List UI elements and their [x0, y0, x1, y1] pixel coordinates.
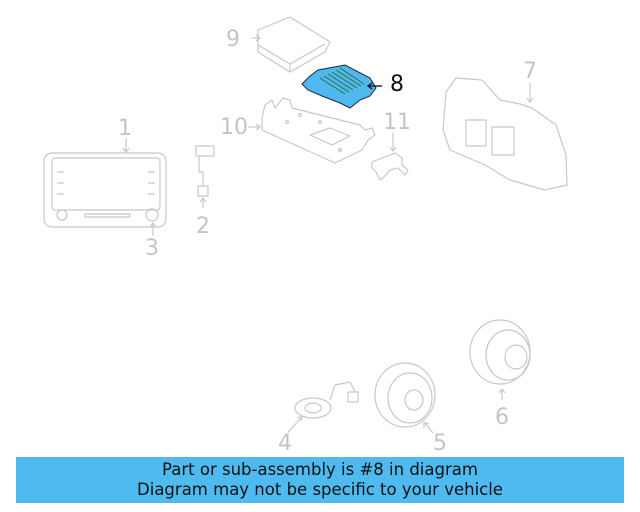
arrow-10 — [255, 123, 261, 131]
arrow-7 — [526, 97, 534, 103]
callout-6[interactable]: 6 — [495, 405, 509, 430]
arrow-1 — [122, 147, 130, 153]
arrow-2 — [199, 197, 207, 203]
part-1-head-unit[interactable] — [43, 152, 167, 228]
part-11-bracket[interactable] — [371, 152, 409, 181]
callout-3[interactable]: 3 — [145, 236, 159, 261]
arrow-6 — [498, 388, 506, 394]
arrow-3 — [149, 222, 157, 228]
banner-disclaimer: Diagram may not be specific to your vehi… — [137, 480, 503, 499]
arrow-5 — [423, 421, 430, 428]
callout-1[interactable]: 1 — [118, 116, 132, 141]
leader-4 — [287, 416, 303, 433]
diagram-drawing — [43, 16, 568, 434]
callout-8[interactable]: 8 — [390, 72, 404, 97]
callout-7[interactable]: 7 — [523, 59, 537, 84]
callout-11[interactable]: 11 — [383, 110, 411, 135]
banner-part-note: Part or sub-assembly is #8 in diagram — [162, 460, 478, 479]
arrow-11 — [389, 146, 397, 152]
part-5-speaker[interactable] — [374, 362, 436, 428]
arrow-4 — [296, 415, 303, 422]
leader-5 — [424, 422, 434, 434]
arrow-9 — [255, 34, 261, 42]
callout-10[interactable]: 10 — [220, 115, 248, 140]
parts-diagram: 1 2 3 4 5 6 7 8 9 10 11 — [43, 16, 568, 456]
part-6-speaker[interactable] — [469, 319, 531, 385]
part-2-connector[interactable] — [195, 145, 215, 197]
part-7-panel[interactable] — [442, 77, 568, 191]
part-4-sensor[interactable] — [294, 381, 359, 419]
callout-4[interactable]: 4 — [278, 431, 292, 456]
callout-5[interactable]: 5 — [433, 431, 447, 456]
callout-2[interactable]: 2 — [196, 214, 210, 239]
part-8-amplifier-highlighted[interactable] — [301, 64, 377, 109]
callout-9[interactable]: 9 — [226, 27, 240, 52]
part-9-cover[interactable] — [257, 16, 331, 73]
arrow-8 — [366, 82, 373, 90]
part-10-plate[interactable] — [261, 97, 376, 164]
info-banner: Part or sub-assembly is #8 in diagram Di… — [16, 457, 624, 503]
